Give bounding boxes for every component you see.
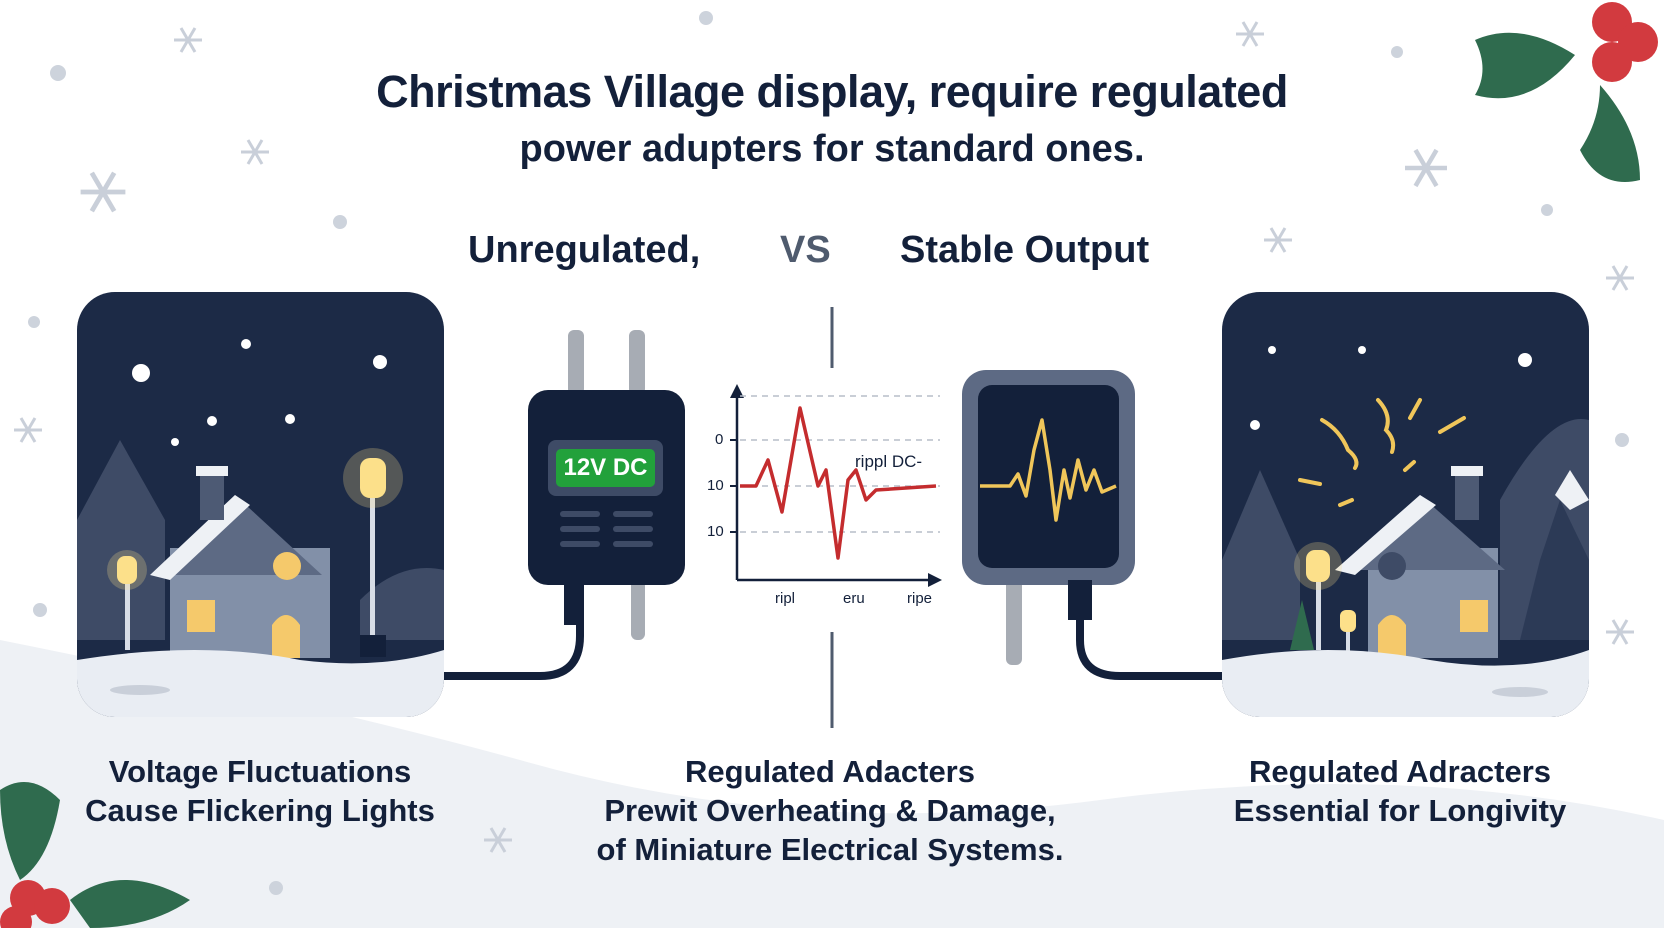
graph-y-tick: 0 — [715, 431, 724, 448]
regulated-adapter — [962, 370, 1135, 665]
caption-right-line: Regulated Adracters — [1248, 754, 1552, 789]
caption-left-line: Cause Flickering Lights — [85, 793, 435, 828]
caption-left-line: Voltage Fluctuations — [108, 754, 412, 789]
caption-middle: Regulated Adacters Prewit Overheating & … — [560, 752, 1100, 869]
caption-right: Regulated Adracters Essential for Longiv… — [1180, 752, 1620, 830]
graph-x-tick: ripe — [907, 590, 933, 607]
caption-right-line: Essential for Longivity — [1233, 793, 1567, 828]
graph-annotation: rippl DC- — [855, 452, 923, 471]
holly-decoration-bottom-left — [0, 782, 190, 928]
village-scene-stable — [1222, 292, 1589, 717]
graph-y-tick: 10 — [707, 523, 724, 540]
ripple-graph — [730, 384, 942, 587]
graph-x-tick: eru — [843, 590, 865, 607]
cable-left — [444, 600, 584, 680]
caption-middle-line: of Miniature Electrical Systems. — [596, 832, 1064, 867]
graph-x-tick: ripl — [775, 590, 796, 607]
holly-decoration-top-right — [1475, 2, 1658, 182]
comparison-vs-label: VS — [780, 229, 831, 271]
snow-dots — [28, 11, 1629, 895]
caption-middle-line: Prewit Overheating & Damage, — [604, 793, 1056, 828]
cable-right — [1076, 610, 1222, 680]
page-title-line-2: power adupters for standard ones. — [519, 128, 1145, 170]
stable-waveform — [980, 418, 1117, 522]
voltage-badge: 12V DC — [556, 449, 655, 487]
page-title-line-1: Christmas Village display, require regul… — [376, 66, 1288, 117]
comparison-left-label: Unregulated, — [468, 229, 701, 271]
graph-y-tick: 10 — [707, 477, 724, 494]
caption-left: Voltage Fluctuations Cause Flickering Li… — [40, 752, 480, 830]
ripple-waveform — [740, 406, 937, 560]
snow-drift-bottom — [0, 640, 1664, 928]
comparison-right-label: Stable Output — [900, 229, 1150, 271]
caption-middle-line: Regulated Adacters — [685, 754, 975, 789]
village-scene-flickering — [77, 292, 444, 717]
